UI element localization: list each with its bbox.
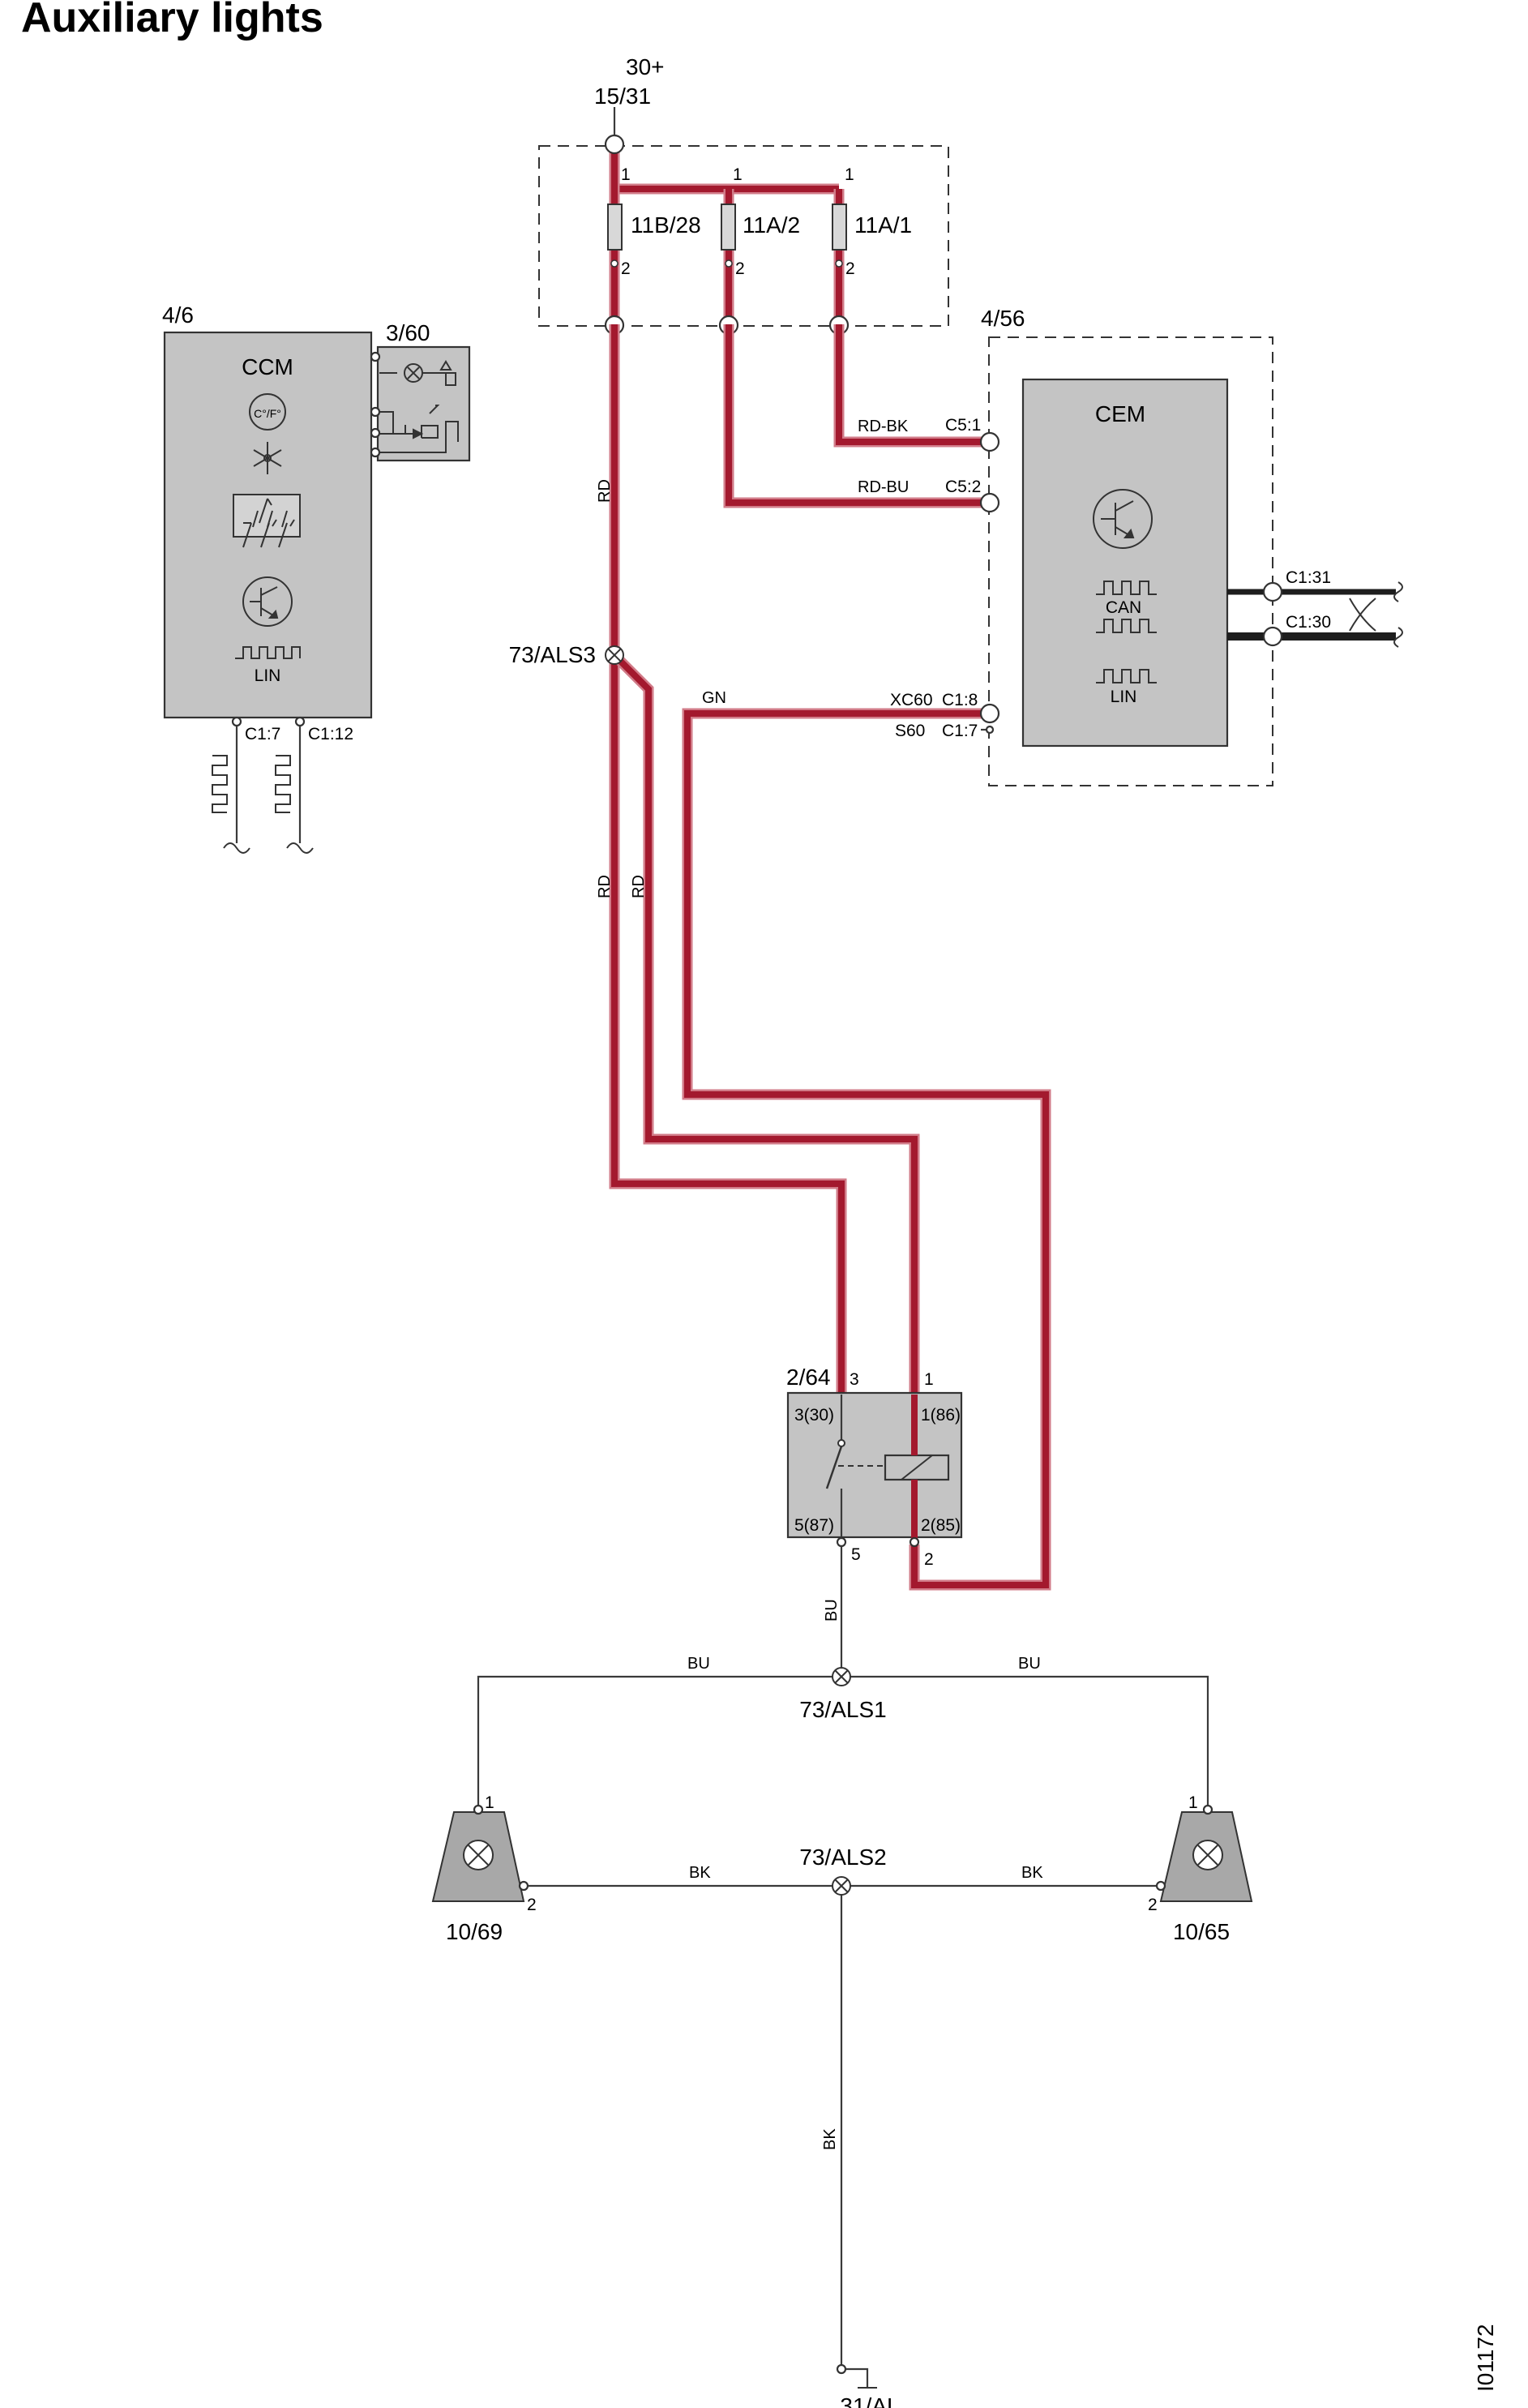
wire-label-rd-bu: RD-BU — [858, 478, 909, 496]
lin-wave-icon — [235, 646, 301, 659]
svg-text:1: 1 — [621, 165, 631, 184]
fuse-label: 11A/2 — [743, 212, 800, 238]
ccm-module: 4/6 CCM C°/F° LIN — [162, 302, 373, 854]
svg-text:CAN: CAN — [1106, 598, 1141, 617]
svg-text:10/65: 10/65 — [1173, 1919, 1230, 1944]
snowflake-icon — [253, 442, 282, 474]
svg-text:5: 5 — [851, 1545, 861, 1564]
svg-text:BU: BU — [823, 1599, 841, 1622]
splice-als3: 73/ALS3 — [509, 642, 624, 667]
svg-text:1: 1 — [733, 165, 743, 184]
lamp-10-69: 1 2 10/69 — [431, 1793, 537, 1944]
svg-text:2: 2 — [621, 259, 631, 278]
transistor-icon — [1093, 489, 1153, 549]
svg-text:C1:7: C1:7 — [942, 722, 978, 740]
panel-ref: 3/60 — [386, 320, 430, 345]
svg-text:2(85): 2(85) — [921, 1516, 961, 1535]
fuse-11a-1: 1 2 11A/1 — [832, 165, 912, 324]
svg-text:C°/F°: C°/F° — [254, 407, 281, 420]
document-id: I01172 — [1473, 2324, 1498, 2392]
cem-name: CEM — [1095, 401, 1145, 426]
svg-text:5(87): 5(87) — [794, 1516, 834, 1535]
svg-text:C1:7: C1:7 — [245, 725, 280, 743]
led-icon — [413, 428, 424, 439]
fuse-box: 15/31 30+ 1 2 11B/28 1 2 11A/2 1 2 — [538, 54, 949, 336]
can-wave-icon — [1096, 619, 1157, 633]
wiring-red — [609, 324, 1051, 1591]
heater-icon — [233, 494, 301, 548]
svg-text:73/ALS3: 73/ALS3 — [509, 642, 596, 667]
temperature-icon — [249, 393, 286, 431]
svg-text:C1:12: C1:12 — [308, 725, 353, 743]
svg-text:1: 1 — [924, 1370, 934, 1389]
svg-text:1: 1 — [845, 165, 854, 184]
relay-2-64: 2/64 3 1 3(30) 1(86) 5(87) 2(85) 5 2 — [786, 1365, 963, 1569]
svg-text:C1:8: C1:8 — [942, 691, 978, 709]
svg-text:2: 2 — [527, 1896, 537, 1914]
wire-label-rd: RD — [630, 875, 648, 898]
svg-text:2: 2 — [924, 1550, 934, 1569]
svg-text:LIN: LIN — [255, 666, 281, 685]
svg-text:BK: BK — [689, 1864, 711, 1882]
svg-text:1(86): 1(86) — [921, 1406, 961, 1425]
svg-text:3(30): 3(30) — [794, 1406, 834, 1425]
supply-30-label: 30+ — [626, 54, 665, 79]
fuse-11b-28: 1 2 11B/28 — [607, 144, 701, 324]
pwm-wave-icon — [212, 755, 228, 813]
svg-text:2: 2 — [1148, 1896, 1158, 1914]
wire-label-rd: RD — [596, 875, 614, 898]
svg-text:C1:31: C1:31 — [1286, 568, 1331, 587]
svg-text:10/69: 10/69 — [446, 1919, 503, 1944]
svg-text:C5:2: C5:2 — [945, 478, 981, 496]
svg-text:1: 1 — [1188, 1793, 1198, 1812]
wire-label-rd-bk: RD-BK — [858, 418, 909, 435]
cem-ref: 4/56 — [981, 306, 1025, 331]
svg-text:73/ALS1: 73/ALS1 — [799, 1697, 886, 1722]
svg-text:BU: BU — [687, 1655, 710, 1673]
svg-text:73/ALS2: 73/ALS2 — [799, 1845, 886, 1870]
signal-tilde-icon — [223, 842, 250, 854]
ccm-name: CCM — [242, 354, 293, 379]
signal-tilde-icon — [286, 842, 314, 854]
fuse-label: 11A/1 — [854, 212, 912, 238]
lamp-10-65: 1 2 10/65 — [1148, 1793, 1253, 1944]
switch-panel: 3/60 — [370, 320, 471, 462]
svg-text:2: 2 — [735, 259, 745, 278]
svg-text:BK: BK — [821, 2128, 839, 2150]
svg-text:3: 3 — [850, 1370, 859, 1389]
twisted-pair-icon — [1349, 581, 1403, 648]
fuse-11a-2: 1 2 11A/2 — [721, 165, 800, 324]
svg-text:LIN: LIN — [1111, 688, 1137, 706]
supply-label: 15/31 — [594, 84, 651, 109]
splice-als2: 73/ALS2 — [799, 1845, 887, 1896]
svg-text:31/AL: 31/AL — [840, 2393, 899, 2408]
ground-icon: 31/AL — [836, 2363, 900, 2408]
wire-label-rd: RD — [596, 479, 614, 503]
splice-als1: 73/ALS1 — [799, 1667, 887, 1722]
cem-module: 4/56 CEM CAN LIN C5:1 C5:2 C1:8 C1:7 XC6… — [890, 306, 1403, 786]
can-wave-icon — [1096, 581, 1157, 595]
svg-text:BU: BU — [1018, 1655, 1041, 1673]
relay-ref: 2/64 — [786, 1365, 831, 1390]
pwm-wave-icon — [275, 755, 291, 813]
svg-text:XC60: XC60 — [890, 691, 933, 709]
ccm-ref: 4/6 — [162, 302, 194, 328]
wire-label-gn: GN — [702, 689, 726, 707]
transistor-icon — [242, 576, 293, 627]
svg-text:2: 2 — [845, 259, 855, 278]
page-title: Auxiliary lights — [21, 0, 323, 41]
svg-text:C5:1: C5:1 — [945, 416, 981, 435]
fuse-label: 11B/28 — [631, 212, 701, 238]
svg-text:1: 1 — [485, 1793, 494, 1812]
svg-text:C1:30: C1:30 — [1286, 613, 1331, 632]
lamp-wiring: BU BU BU 73/ALS1 BK BK BK 73/ALS2 31/AL — [477, 1546, 1209, 2408]
lin-wave-icon — [1096, 669, 1157, 683]
svg-text:S60: S60 — [895, 722, 925, 740]
svg-text:BK: BK — [1021, 1864, 1043, 1882]
